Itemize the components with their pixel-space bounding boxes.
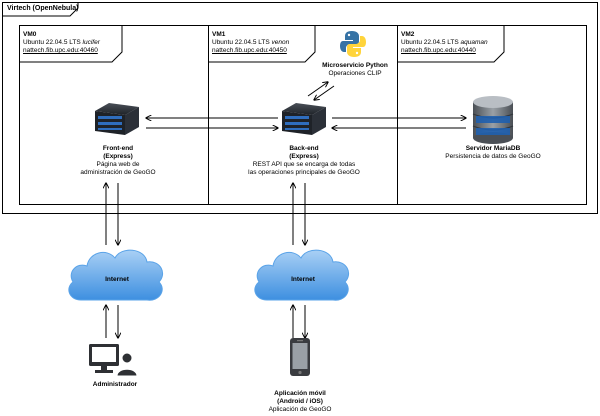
backend-label: Back-end (Express) REST API que se encar… <box>234 145 374 177</box>
frontend-title: Front-end <box>102 145 134 152</box>
frontend-server-icon <box>95 103 139 135</box>
database-label: Servidor MariaDB Persistencia de datos d… <box>433 145 553 161</box>
python-title: Microservicio Python <box>322 62 388 69</box>
internet-right-text: Internet <box>291 276 315 283</box>
backend-server-icon <box>282 103 326 135</box>
vm0-os: Ubuntu 22.04.5 LTS <box>23 39 81 46</box>
virtech-container <box>2 2 598 214</box>
vm1-header: VM1 Ubuntu 22.04.5 LTS venon nattech.fib… <box>212 31 289 55</box>
vm0-tab-border <box>19 25 123 63</box>
vm2-os: Ubuntu 22.04.5 LTS <box>401 39 459 46</box>
frontend-subtitle: (Express) <box>103 153 133 160</box>
vm0-host: lucifer <box>82 39 100 46</box>
mobile-subtitle: (Android / iOS) <box>277 398 323 405</box>
mobile-title: Aplicación móvil <box>274 390 326 397</box>
vm2-tab-border <box>397 25 505 63</box>
vm1-url[interactable]: nattech.fib.upc.edu:40450 <box>212 47 287 54</box>
backend-subtitle: (Express) <box>289 153 319 160</box>
admin-label: Administrador <box>65 381 165 389</box>
vm0-url[interactable]: nattech.fib.upc.edu:40460 <box>23 47 98 54</box>
frontend-desc-1: Página web de <box>96 161 140 168</box>
container-tab-border <box>2 2 79 17</box>
internet-left-label: Internet <box>82 276 152 284</box>
vm2-header: VM2 Ubuntu 22.04.5 LTS aquaman nattech.f… <box>401 31 488 55</box>
mobile-desc: Aplicación de GeoGO <box>268 406 332 413</box>
cloud-icon-left <box>68 249 163 301</box>
arrow-backend-to-python <box>307 82 328 97</box>
arrow-python-to-backend <box>314 85 335 100</box>
database-title: Servidor MariaDB <box>465 145 521 152</box>
python-label: Microservicio Python Operaciones CLIP <box>300 62 410 78</box>
container-title: Virtech (OpenNebula) <box>7 5 79 12</box>
smartphone-icon <box>290 338 310 376</box>
computer-user-icon <box>89 344 138 377</box>
python-desc: Operaciones CLIP <box>328 70 382 77</box>
backend-desc-2: las operaciones principales de GeoGO <box>248 169 360 176</box>
database-icon <box>472 96 514 144</box>
vm2-host: aquaman <box>460 39 488 46</box>
backend-title: Back-end <box>289 145 319 152</box>
admin-title: Administrador <box>92 381 138 388</box>
vm1-tab-border <box>208 25 316 63</box>
frontend-label: Front-end (Express) Página web de admini… <box>53 145 183 177</box>
backend-desc-1: REST API que se encarga de todas <box>252 161 356 168</box>
internet-left-text: Internet <box>105 276 129 283</box>
python-logo-icon <box>340 31 366 57</box>
database-desc: Persistencia de datos de GeoGO <box>445 153 541 160</box>
vm1-name: VM1 <box>212 31 226 38</box>
vm2-url[interactable]: nattech.fib.upc.edu:40440 <box>401 47 476 54</box>
frontend-desc-2: administración de GeoGO <box>80 169 156 176</box>
vm2-box <box>397 25 587 205</box>
vm1-os: Ubuntu 22.04.5 LTS <box>212 39 270 46</box>
vm0-header: VM0 Ubuntu 22.04.5 LTS lucifer nattech.f… <box>23 31 100 55</box>
mobile-label: Aplicación móvil (Android / iOS) Aplicac… <box>250 390 350 414</box>
vm-tab-borders <box>19 25 505 63</box>
vm0-name: VM0 <box>23 31 37 38</box>
cloud-icon-right <box>254 249 349 301</box>
vm2-name: VM2 <box>401 31 415 38</box>
vm1-host: venon <box>271 39 290 46</box>
internet-right-label: Internet <box>268 276 338 284</box>
